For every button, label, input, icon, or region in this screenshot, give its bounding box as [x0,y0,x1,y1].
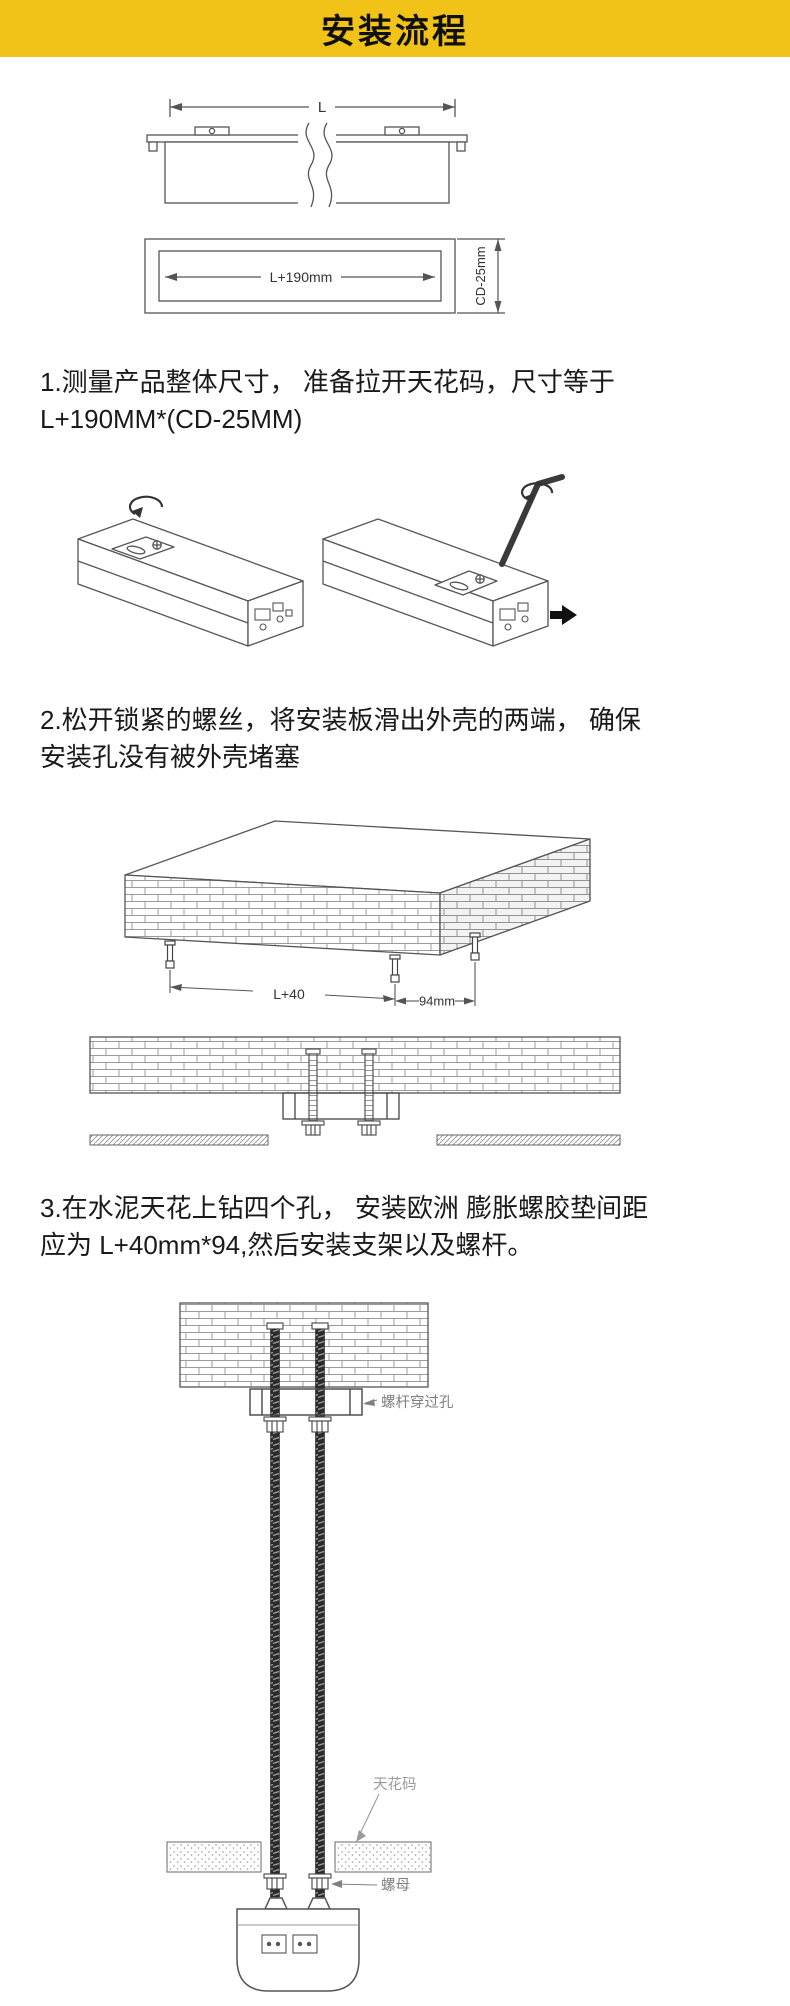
label-nut: 螺母 [381,1877,410,1894]
threaded-rod [315,1328,325,1897]
connector-panel [254,602,293,631]
diagram-drill-holes: L+40 94mm [85,803,790,1156]
device-cross-section [236,1896,360,1992]
ceiling-tile [334,1841,432,1873]
diagram-overall-dimensions: L L+190 [95,91,790,348]
dim-label-length: L [318,99,326,116]
ceiling-board [89,1134,269,1146]
rotate-arrow-icon [128,495,164,515]
page-title: 安装流程 [321,13,469,51]
mounting-bracket [249,1387,363,1416]
step-2-text: 2.松开锁紧的螺丝，将安装板滑出外壳的两端， 确保 安装孔没有被外壳堵塞 [40,702,750,777]
step-1-line-2: L+190MM*(CD-25MM) [40,404,303,435]
diagram-mount-assembly: 螺杆穿过孔 天花码 螺母 [165,1297,790,2002]
devices-isometric [77,473,577,647]
cutout-top-view [144,238,456,314]
slide-out-arrow-icon [550,604,577,625]
threaded-rod [270,1328,280,1897]
connector-panel [499,602,529,631]
step-3-line-1: 3.在水泥天花上钻四个孔， 安装欧洲 膨胀螺胶垫间距 [40,1192,649,1223]
anchor-bolt [164,932,481,983]
dimension-drawing: L L+190 [144,99,505,314]
step-2-line-1: 2.松开锁紧的螺丝，将安装板滑出外壳的两端， 确保 [40,704,641,735]
label-screw-through-hole: 螺杆穿过孔 [381,1394,454,1411]
diagram-loosen-screws [50,461,790,676]
break-symbol [298,123,336,207]
dim-label-l40: L+40 [273,986,305,1002]
ceiling-board [436,1134,621,1146]
dim-label-94: 94mm [419,993,455,1008]
mounting-bracket [282,1092,400,1120]
hex-key-icon [499,473,565,567]
wall-front-view [89,1036,621,1094]
rotate-arrow-icon [520,482,554,500]
nut-washer [263,1873,332,1890]
anchor-head [311,1322,329,1330]
concrete-wall [179,1301,429,1388]
step-2-line-2: 安装孔没有被外壳堵塞 [40,742,301,773]
hanging-bolts [301,1048,381,1136]
step-1-line-1: 1.测量产品整体尺寸， 准备拉开天花码，尺寸等于 [40,367,615,397]
anchor-head [266,1322,284,1330]
device-left-view [77,518,304,647]
step-3-line-2: 应为 L+40mm*94,然后安装支架以及螺杆。 [40,1230,534,1261]
ceiling-tile [166,1841,262,1873]
page-header: 安装流程 [0,0,790,57]
dim-label-cutout: L+190mm [270,269,333,285]
mount-assembly-drawing: 螺杆穿过孔 天花码 螺母 [166,1301,454,1992]
dim-label-depth: CD-25mm [473,246,488,305]
step-3-text: 3.在水泥天花上钻四个孔， 安装欧洲 膨胀螺胶垫间距 应为 L+40mm*94,… [40,1190,750,1265]
ceiling-drilling-drawing: L+40 94mm [89,820,621,1146]
concrete-slab [124,820,591,956]
nut-washer [263,1416,332,1433]
step-1-text: 1.测量产品整体尺寸， 准备拉开天花码，尺寸等于 L+190MM*(CD-25M… [40,364,750,439]
label-ceiling-bracket: 天花码 [373,1776,417,1793]
